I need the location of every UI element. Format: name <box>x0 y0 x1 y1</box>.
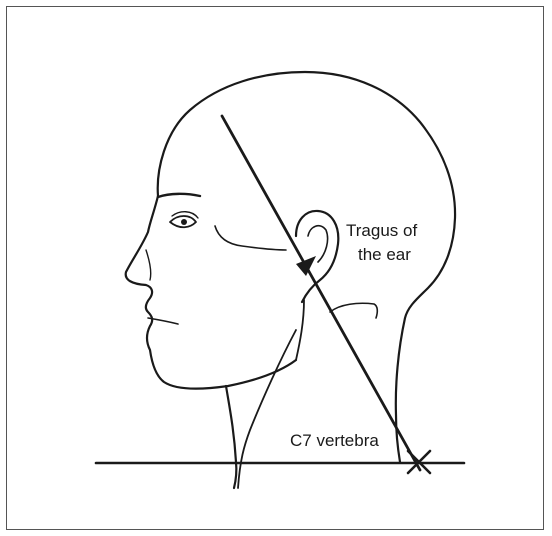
neck-back-muscle <box>330 303 377 318</box>
cheek-line <box>215 226 286 250</box>
ear-inner <box>308 226 328 262</box>
tragus-label-line1: Tragus of <box>346 221 417 240</box>
c7-label: C7 vertebra <box>290 431 379 450</box>
eyebrow <box>158 194 200 197</box>
c7-tragus-line <box>222 116 420 470</box>
nose-line <box>146 250 151 280</box>
jaw-line <box>296 300 304 360</box>
tragus-label-line2: the ear <box>358 245 411 264</box>
face-profile <box>126 196 296 389</box>
tragus-marker <box>296 256 316 276</box>
pupil <box>181 219 187 225</box>
neck-front <box>226 386 236 488</box>
